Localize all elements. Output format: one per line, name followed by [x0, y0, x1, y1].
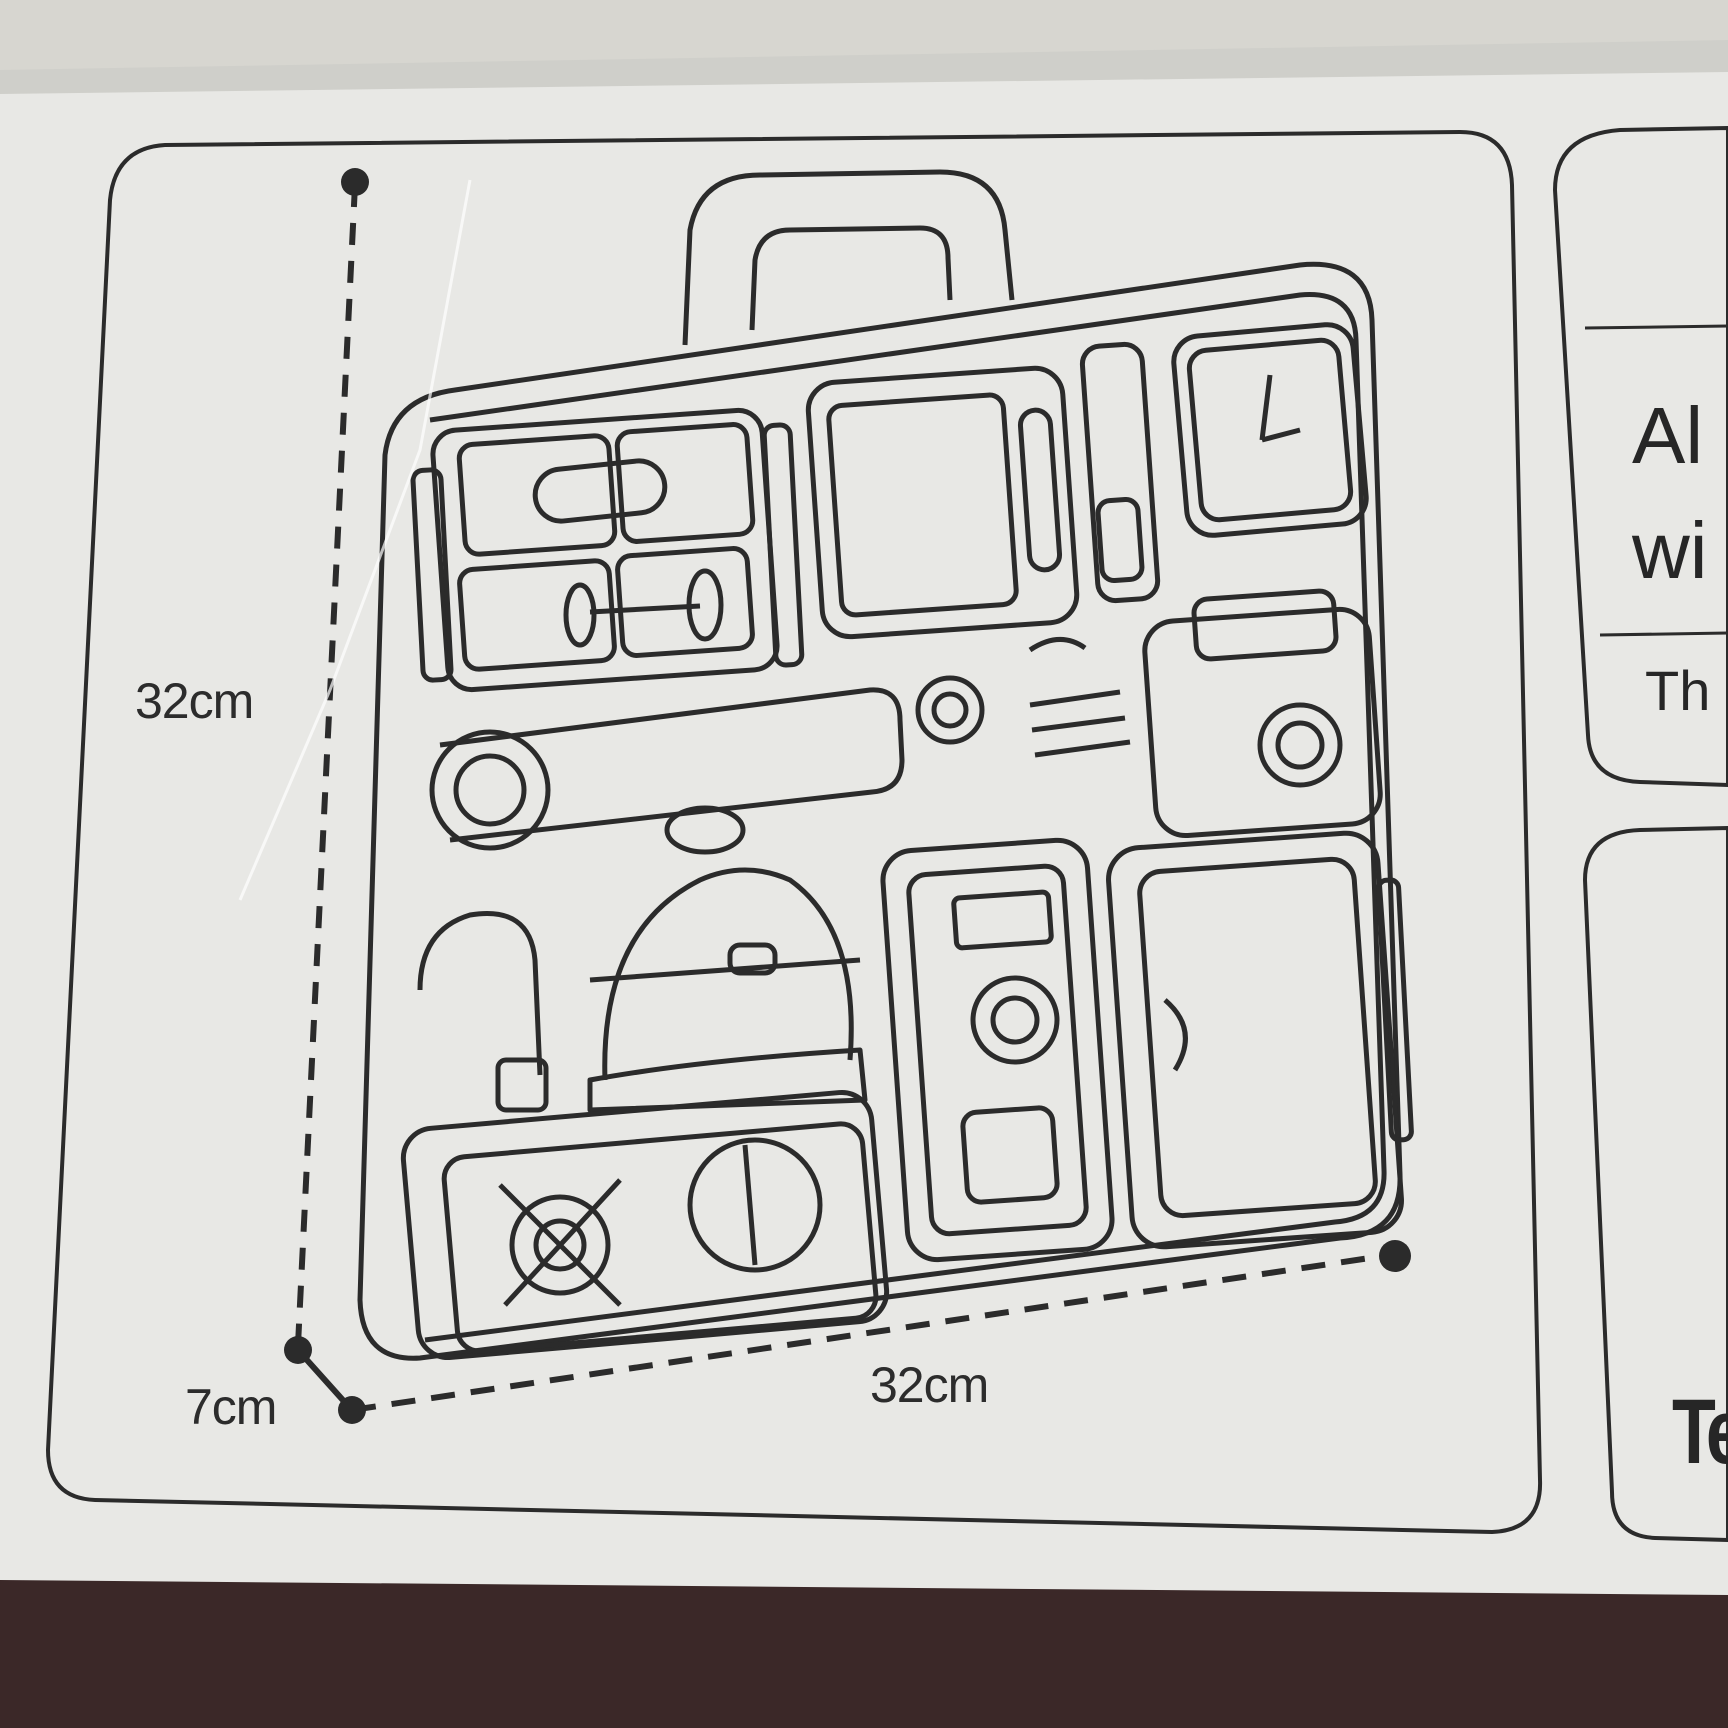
- height-dimension-line: [295, 184, 358, 1346]
- side-panel-top: [1552, 125, 1728, 788]
- floor: [0, 1560, 1728, 1728]
- side-panel-text-line2: wi: [1632, 506, 1708, 595]
- width-dimension-line: [351, 1252, 1391, 1413]
- side-panel-bottom: [1582, 825, 1728, 1543]
- side-panel-text-line3: Th: [1645, 659, 1711, 722]
- side-panel-bottom-text: Te: [1672, 1381, 1728, 1483]
- side-panel-text-line1: Al: [1632, 391, 1704, 480]
- toy-kitchen-drawing: [357, 169, 1414, 1361]
- main-frame: [45, 129, 1543, 1535]
- box-face: [0, 70, 1728, 1595]
- width-label: 32cm: [870, 1357, 989, 1413]
- depth-label: 7cm: [185, 1379, 277, 1435]
- height-label: 32cm: [135, 673, 254, 729]
